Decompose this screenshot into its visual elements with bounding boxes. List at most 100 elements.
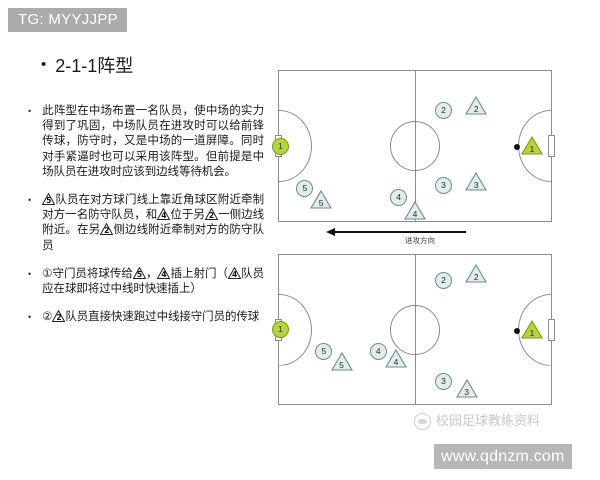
- arrow-head-icon: [326, 227, 335, 236]
- player-marker-midfielder-4: 4: [390, 188, 408, 206]
- bullet-text-run: ，: [145, 265, 158, 280]
- page-title: • 2-1-1阵型: [41, 55, 264, 77]
- player-circle-icon: 5: [315, 343, 333, 361]
- player-marker-goalkeeper-1: 1: [271, 321, 289, 338]
- page-title-text: 2-1-1阵型: [55, 56, 134, 76]
- opponent-triangle-icon: 2: [465, 264, 488, 283]
- formation-diagram-movement: 1 2 3 4 5 1 2 3 4 5: [271, 254, 555, 405]
- player-circle-icon: 1: [271, 137, 289, 155]
- opponent-marker-opponent-5: 5: [310, 189, 333, 209]
- tg-banner: TG: MYYJJPP: [8, 8, 127, 32]
- url-watermark: www.qdnzm.com: [434, 444, 572, 469]
- opponent-marker-opponent-5: 5: [330, 352, 353, 371]
- opponent-triangle-icon: 4: [384, 349, 407, 368]
- attack-direction-label: 进攻方向: [405, 236, 435, 245]
- title-bullet-glyph: •: [41, 56, 47, 73]
- inline-player-triangle-icon: 5: [42, 193, 56, 206]
- bullet-list: • 此阵型在中场布置一名队员，使中场的实力得到了巩固，中场队员在进攻时可以给前锋传…: [28, 103, 264, 325]
- opponent-triangle-icon: 2: [465, 95, 488, 115]
- goal-right: [548, 318, 555, 341]
- bullet-text-run: ①守门员将球传给: [42, 265, 133, 280]
- inline-player-triangle-icon: 4: [228, 266, 242, 279]
- player-number: 1: [278, 140, 283, 151]
- opponent-triangle-icon: 4: [404, 200, 426, 220]
- bullet-text-run: ②: [42, 309, 53, 324]
- player-marker-defender-3: 3: [435, 176, 453, 194]
- bullet-text-run: 侧边线附近牵制对方的防守队员: [42, 222, 264, 252]
- inline-player-triangle-icon: 2: [100, 223, 114, 236]
- center-circle: [390, 121, 440, 171]
- bullet-text: 此阵型在中场布置一名队员，使中场的实力得到了巩固，中场队员在进攻时可以给前锋传球…: [42, 103, 264, 179]
- inline-player-triangle-icon: 4: [157, 208, 171, 221]
- center-circle: [390, 304, 440, 355]
- bullet-text-run: 插上射门（: [170, 265, 229, 280]
- ball-icon: [513, 144, 520, 150]
- attack-direction-arrow: [326, 227, 466, 236]
- opponent-triangle-icon: 1: [520, 319, 543, 339]
- bullet-text-run: 队员直接快速跑过中线接守门员的传球: [65, 309, 260, 324]
- inline-player-triangle-icon: 2: [52, 310, 66, 323]
- bullet-item-formation-description: • 此阵型在中场布置一名队员，使中场的实力得到了巩固，中场队员在进攻时可以给前锋传…: [28, 103, 264, 179]
- goal-right: [548, 135, 555, 157]
- bullet-glyph: •: [28, 195, 32, 206]
- player-circle-icon: 3: [435, 373, 453, 391]
- opponent-marker-opponent-goalkeeper-1: 1: [520, 135, 543, 155]
- opponent-marker-opponent-3: 3: [455, 379, 478, 398]
- opponent-marker-opponent-2: 2: [465, 264, 488, 283]
- player-marker-forward-5: 5: [296, 179, 314, 197]
- player-marker-goalkeeper-1: 1: [271, 137, 289, 155]
- opponent-marker-opponent-3: 3: [465, 171, 488, 191]
- inline-player-triangle-icon: 2: [204, 208, 218, 221]
- player-number: 4: [396, 191, 402, 202]
- player-number: 4: [375, 346, 381, 357]
- player-marker-defender-2: 2: [435, 271, 453, 289]
- opponent-marker-opponent-goalkeeper-1: 1: [520, 319, 543, 339]
- bullet-glyph: •: [28, 268, 32, 279]
- opponent-triangle-icon: 3: [455, 379, 478, 398]
- player-marker-forward-5: 5: [315, 343, 333, 361]
- opponent-marker-opponent-4: 4: [384, 349, 407, 368]
- player-number: 2: [441, 104, 446, 115]
- inline-player-triangle-icon: 5: [132, 266, 146, 279]
- slide-text-column: • 2-1-1阵型 • 此阵型在中场布置一名队员，使中场的实力得到了巩固，中场队员…: [28, 55, 264, 338]
- player-marker-defender-3: 3: [435, 373, 453, 391]
- player-circle-icon: 5: [296, 179, 314, 197]
- player-number: 5: [302, 182, 308, 193]
- player-circle-icon: 1: [271, 321, 289, 338]
- opponent-triangle-icon: 5: [330, 352, 353, 371]
- brand-watermark: 校园足球教练资料: [414, 413, 540, 430]
- bullet-text-run: 位于另: [170, 207, 205, 222]
- bullet-text-run: 队员在对方球门线上靠近角球区附近牵制对方一名防守队员，和: [42, 192, 264, 222]
- opponent-marker-opponent-4: 4: [404, 200, 426, 220]
- player-circle-icon: 4: [369, 343, 387, 361]
- brand-logo-icon: [414, 413, 431, 430]
- player-number: 3: [441, 376, 446, 387]
- bullet-text-run: 此阵型在中场布置一名队员，使中场的实力得到了巩固，中场队员在进攻时可以给前锋传球…: [42, 103, 264, 178]
- player-number: 1: [278, 324, 283, 334]
- opponent-triangle-icon: 3: [465, 171, 488, 191]
- opponent-triangle-icon: 5: [310, 189, 333, 209]
- bullet-text-run: 一侧边线附近。在另: [42, 207, 265, 237]
- bullet-glyph: •: [28, 312, 32, 323]
- player-number: 2: [441, 274, 446, 285]
- player-circle-icon: 2: [435, 271, 453, 289]
- player-circle-icon: 4: [390, 188, 408, 206]
- player-number: 5: [321, 346, 327, 357]
- player-circle-icon: 3: [435, 176, 453, 194]
- player-circle-icon: 2: [435, 101, 453, 119]
- arrow-shaft: [333, 231, 466, 233]
- bullet-glyph: •: [28, 106, 32, 116]
- bullet-text-run: 队员应在球即将过中线时快速插上）: [42, 265, 265, 296]
- opponent-triangle-icon: 1: [520, 135, 543, 155]
- brand-watermark-text: 校园足球教练资料: [436, 413, 541, 429]
- ball-dot: [513, 327, 520, 334]
- player-marker-defender-2: 2: [435, 101, 453, 119]
- opponent-marker-opponent-2: 2: [465, 95, 488, 115]
